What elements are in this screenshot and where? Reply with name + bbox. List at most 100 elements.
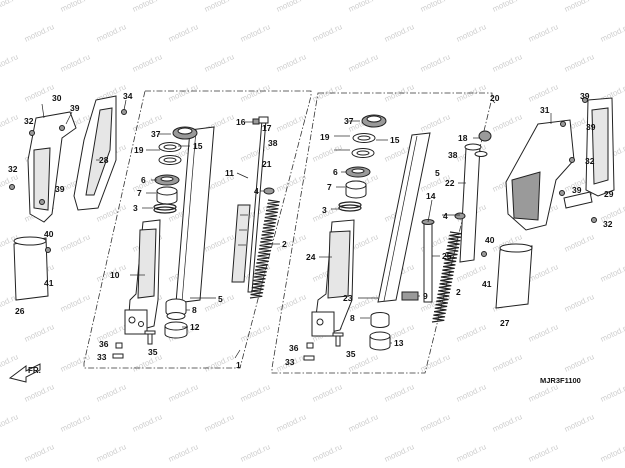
watermark-text: motod.ru <box>311 142 343 164</box>
callout-4: 4 <box>443 211 448 221</box>
watermark-text: motod.ru <box>131 52 163 74</box>
watermark-text: motod.ru <box>203 352 235 374</box>
callout-25: 25 <box>442 251 452 261</box>
watermark-text: motod.ru <box>275 0 307 14</box>
watermark-text: motod.ru <box>527 442 559 464</box>
callout-24: 24 <box>306 252 316 262</box>
callout-39: 39 <box>586 122 596 132</box>
watermark-text: motod.ru <box>275 292 307 314</box>
callout-2: 2 <box>282 239 287 249</box>
callout-23: 23 <box>343 293 353 303</box>
callout-7: 7 <box>137 188 142 198</box>
watermark-text: motod.ru <box>563 52 595 74</box>
watermark-text: motod.ru <box>419 412 451 434</box>
callout-5: 5 <box>435 168 440 178</box>
callout-40: 40 <box>485 235 495 245</box>
watermark-text: motod.ru <box>419 112 451 134</box>
callout-15: 15 <box>390 135 400 145</box>
watermark-text: motod.ru <box>0 412 19 434</box>
watermark-text: motod.ru <box>23 82 55 104</box>
watermark-text: motod.ru <box>563 0 595 14</box>
fork-spring-left <box>249 199 280 299</box>
watermark-text: motod.ru <box>95 382 127 404</box>
watermark-text: motod.ru <box>239 382 271 404</box>
callout-40: 40 <box>44 229 54 239</box>
watermark-text: motod.ru <box>239 322 271 344</box>
callout-32: 32 <box>24 116 34 126</box>
watermark-text: motod.ru <box>455 382 487 404</box>
callout-12: 12 <box>190 322 200 332</box>
callout-4: 4 <box>254 186 259 196</box>
watermark-text: motod.ru <box>563 352 595 374</box>
watermark-text: motod.ru <box>239 22 271 44</box>
watermark-text: motod.ru <box>0 0 19 14</box>
watermark-text: motod.ru <box>203 52 235 74</box>
watermark-text: motod.ru <box>23 442 55 464</box>
watermark-text: motod.ru <box>383 442 415 464</box>
bushings-left <box>164 298 188 339</box>
callout-32: 32 <box>603 219 613 229</box>
direction-label: FR. <box>28 366 41 375</box>
callout-39: 39 <box>55 184 65 194</box>
cartridge-right <box>421 143 482 303</box>
callout-2: 2 <box>456 287 461 297</box>
leader-lines <box>41 99 592 359</box>
fork-tube-left <box>175 126 215 304</box>
watermark-text: motod.ru <box>239 82 271 104</box>
watermark-text: motod.ru <box>563 232 595 254</box>
hardware-right <box>303 130 492 361</box>
watermark-text: motod.ru <box>527 322 559 344</box>
callout-15: 15 <box>193 141 203 151</box>
fork-slider-right <box>311 219 355 337</box>
fork-tube-right <box>377 132 431 303</box>
callout-11: 11 <box>225 168 234 178</box>
watermark-text: motod.ru <box>347 0 379 14</box>
watermark-text: motod.ru <box>275 112 307 134</box>
watermark-text: motod.ru <box>527 262 559 284</box>
callout-38: 38 <box>448 150 458 160</box>
callout-8: 8 <box>350 313 355 323</box>
watermark-text: motod.ru <box>599 22 625 44</box>
watermark-text: motod.ru <box>455 322 487 344</box>
watermark-text: motod.ru <box>275 412 307 434</box>
callout-37: 37 <box>344 116 354 126</box>
callout-31: 31 <box>540 105 550 115</box>
callout-32: 32 <box>8 164 18 174</box>
callout-1: 1 <box>236 360 241 370</box>
fork-covers-right <box>495 97 615 309</box>
watermark-text: motod.ru <box>275 52 307 74</box>
callout-7: 7 <box>327 182 332 192</box>
watermark-text: motod.ru <box>167 22 199 44</box>
watermark-text: motod.ru <box>491 352 523 374</box>
callout-20: 20 <box>490 93 500 103</box>
callout-19: 19 <box>134 145 144 155</box>
watermark-text: motod.ru <box>563 292 595 314</box>
watermark-text: motod.ru <box>419 352 451 374</box>
callout-33: 33 <box>97 352 107 362</box>
cover-bolts <box>9 97 597 257</box>
watermark-text: motod.ru <box>599 322 625 344</box>
watermark-text: motod.ru <box>0 112 19 134</box>
callout-36: 36 <box>289 343 299 353</box>
callout-21: 21 <box>262 159 272 169</box>
watermark-text: motod.ru <box>95 202 127 224</box>
watermark-text: motod.ru <box>0 352 19 374</box>
callout-9: 9 <box>423 291 428 301</box>
watermark-text: motod.ru <box>383 22 415 44</box>
watermark-text: motod.ru <box>311 442 343 464</box>
callout-35: 35 <box>346 349 356 359</box>
watermark-text: motod.ru <box>527 382 559 404</box>
watermark-text: motod.ru <box>59 232 91 254</box>
watermark-text: motod.ru <box>59 0 91 14</box>
watermark-text: motod.ru <box>95 442 127 464</box>
watermark-text: motod.ru <box>167 82 199 104</box>
callout-19: 19 <box>320 132 330 142</box>
callout-29: 29 <box>604 189 614 199</box>
callout-6: 6 <box>141 175 146 185</box>
damper-rod-left <box>231 116 269 293</box>
callout-8: 8 <box>192 305 197 315</box>
seal-stack-left <box>153 126 198 214</box>
watermark-text: motod.ru <box>59 292 91 314</box>
seal-stack-right <box>338 114 387 212</box>
